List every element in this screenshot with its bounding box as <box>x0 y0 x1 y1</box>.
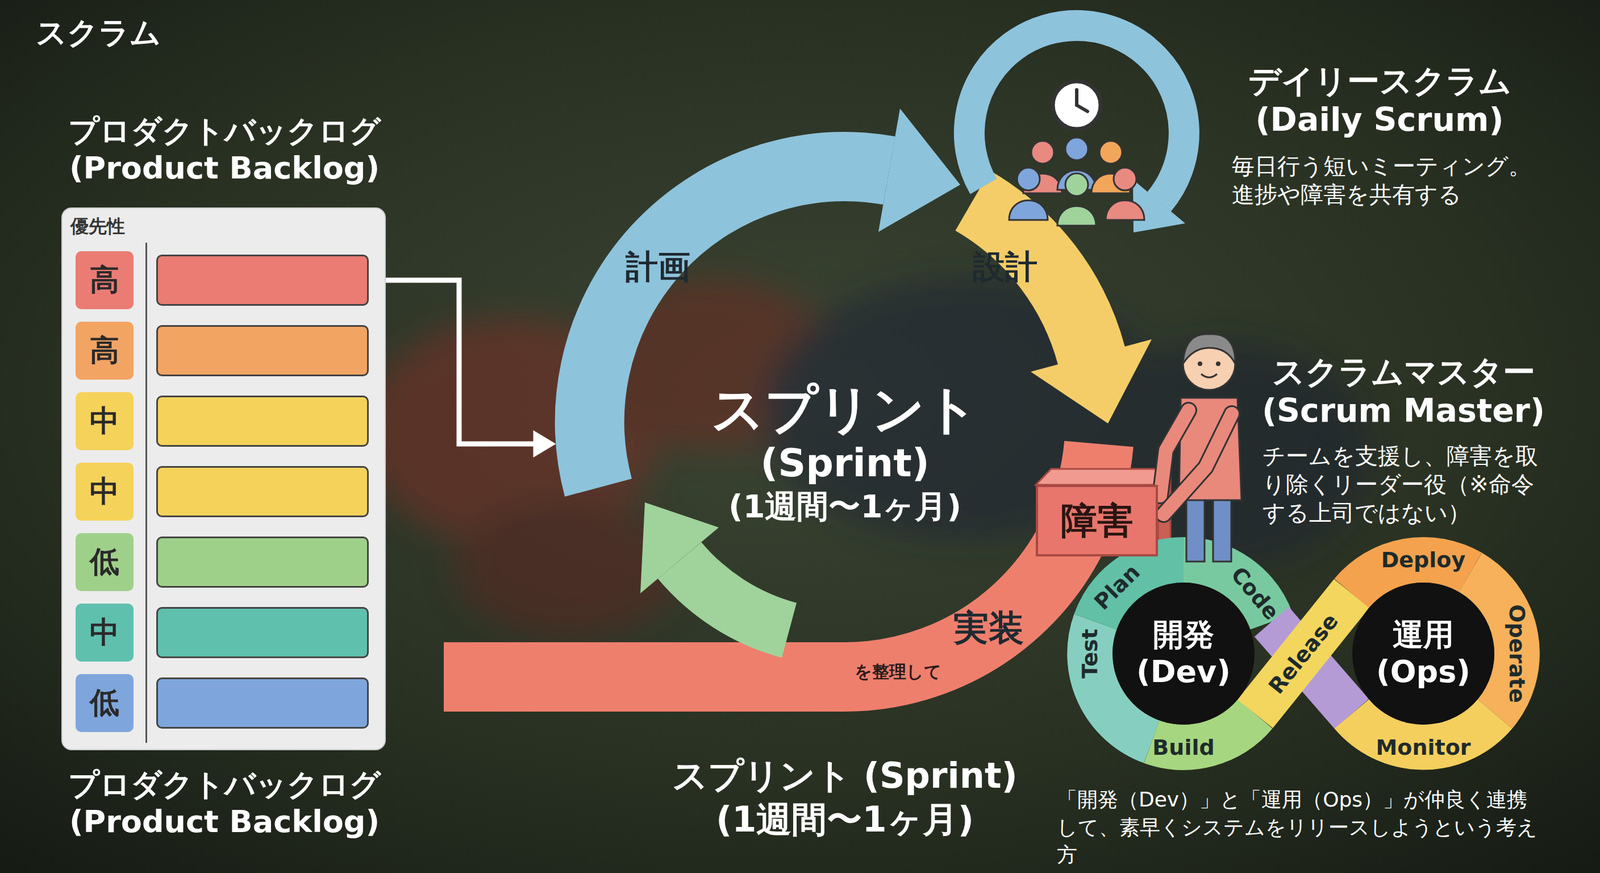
clock-hand <box>1075 89 1079 106</box>
phase-label: 計画 <box>625 245 691 290</box>
scrum-master-note: スクラムマスター (Scrum Master) チームを支援し、障害を取り除くリー… <box>1244 352 1563 527</box>
page-title: スクラム <box>35 12 161 54</box>
note-heading: スクラムマスター (Scrum Master) <box>1255 352 1552 431</box>
figure-eye <box>1215 361 1221 366</box>
sprint-cycle: スプリント(Sprint)(1週間〜1ヶ月) <box>555 131 1135 712</box>
backlog-item: 中 <box>75 603 369 662</box>
sprint-subtitle: (Sprint) <box>760 439 930 487</box>
backlog-item: 高 <box>75 251 369 310</box>
priority-bar <box>156 677 369 729</box>
devops-caption-holder: 「開発（Dev）」と「運用（Ops）」が仲良く連携して、素早くシステムをリリース… <box>1056 785 1546 869</box>
figure-eye <box>1197 361 1203 366</box>
figure-leg <box>1186 497 1205 562</box>
devops-stage: Release <box>1263 608 1344 699</box>
daily-loop-head <box>1132 179 1186 233</box>
band-fragment: を整理して <box>854 660 942 684</box>
sprint-duration: (1週間〜1ヶ月) <box>728 486 962 527</box>
person-head <box>1113 167 1137 191</box>
ring-green-head <box>640 502 719 594</box>
clock-hand <box>1076 105 1088 112</box>
priority-level: 低 <box>75 532 134 591</box>
priority-header-holder: 優先性 <box>70 215 139 237</box>
figure-arm <box>1163 413 1232 515</box>
connector <box>368 280 556 458</box>
person-head <box>1099 140 1123 164</box>
figure-hair <box>1182 334 1236 364</box>
priority-bar <box>156 325 369 377</box>
priority-bar <box>156 606 369 658</box>
backlog-panel: プロダクトバックログ (Product Backlog)優先性プロダクトバックロ… <box>61 207 386 750</box>
priority-bar <box>156 465 369 518</box>
person-body <box>1009 200 1048 221</box>
priority-bar <box>156 254 369 306</box>
devops-stage: Build <box>1152 734 1215 760</box>
backlog-item: 中 <box>75 462 369 521</box>
sprint-caption: スプリント (Sprint) <box>672 751 1018 800</box>
backlog-item: 低 <box>75 532 369 591</box>
box-top-face <box>1035 468 1171 485</box>
ring-yellow-head <box>1030 339 1152 424</box>
circle-text: 運用 (Ops) <box>1369 616 1478 691</box>
panel-heading-holder: プロダクトバックログ (Product Backlog) <box>42 766 407 841</box>
connector-line <box>368 280 538 444</box>
panel-heading: プロダクトバックログ (Product Backlog) <box>42 766 407 841</box>
ops-circle: 運用 (Ops) <box>1352 582 1495 725</box>
ring-blue-head <box>878 108 961 232</box>
priority-header: 優先性 <box>70 215 139 237</box>
backlog-item: 高 <box>75 321 369 380</box>
person-body <box>1105 200 1145 221</box>
phase-label: 実装 <box>953 603 1024 652</box>
priority-level: 高 <box>75 321 134 380</box>
person-head <box>1031 140 1054 164</box>
priority-bar <box>156 536 369 588</box>
priority-level: 中 <box>75 462 134 521</box>
daily-loop <box>969 25 1185 202</box>
priority-level: 中 <box>75 392 134 450</box>
note-body: 毎日行う短いミーティング。進捗や障害を共有する <box>1231 151 1542 209</box>
figure-leg <box>1213 497 1232 562</box>
priority-level: 高 <box>75 251 134 310</box>
panel-heading: プロダクトバックログ (Product Backlog) <box>42 113 407 187</box>
sprint-caption: (1週間〜1ヶ月) <box>715 795 974 844</box>
priority-level: 中 <box>75 603 134 662</box>
obstacle-text: 障害 <box>1060 496 1134 546</box>
devops-stage: Monitor <box>1375 734 1471 760</box>
circle-text: 開発 (Dev) <box>1129 616 1238 691</box>
priority-level: 低 <box>75 673 134 732</box>
daily-scrum-note: デイリースクラム (Daily Scrum) 毎日行う短いミーティング。進捗や障害… <box>1231 61 1550 209</box>
person-head <box>1017 167 1040 191</box>
panel-heading-holder: プロダクトバックログ (Product Backlog) <box>42 113 407 187</box>
arrow-head <box>532 430 556 458</box>
dev-circle: 開発 (Dev) <box>1112 582 1255 725</box>
clock-face <box>1052 81 1101 129</box>
person-head <box>1065 137 1089 161</box>
ring-green-band <box>679 560 790 631</box>
sprint-title: スプリント <box>711 379 979 440</box>
backlog-item: 低 <box>75 673 369 732</box>
backlog-item: 中 <box>75 392 369 450</box>
title-holder: スクラム <box>35 12 161 54</box>
note-heading: デイリースクラム (Daily Scrum) <box>1231 61 1528 140</box>
players-blur <box>363 278 1370 637</box>
devops-stage: Deploy <box>1381 547 1466 573</box>
devops-stage: Operate <box>1504 603 1530 703</box>
phase-label: 設計 <box>972 245 1038 290</box>
devops-caption: 「開発（Dev）」と「運用（Ops）」が仲良く連携して、素早くシステムをリリース… <box>1056 785 1546 869</box>
figure-arm-outline <box>1163 413 1232 515</box>
person-body <box>1057 206 1097 227</box>
person-head <box>1065 173 1089 197</box>
note-body: チームを支援し、障害を取り除くリーダー役（※命令する上司ではない） <box>1262 441 1547 527</box>
devops-stage: Test <box>1077 628 1103 678</box>
priority-bar <box>156 395 369 447</box>
column-divider <box>145 242 148 743</box>
figure-smile <box>1201 373 1218 378</box>
obstacle-box: 障害 <box>1035 484 1158 557</box>
